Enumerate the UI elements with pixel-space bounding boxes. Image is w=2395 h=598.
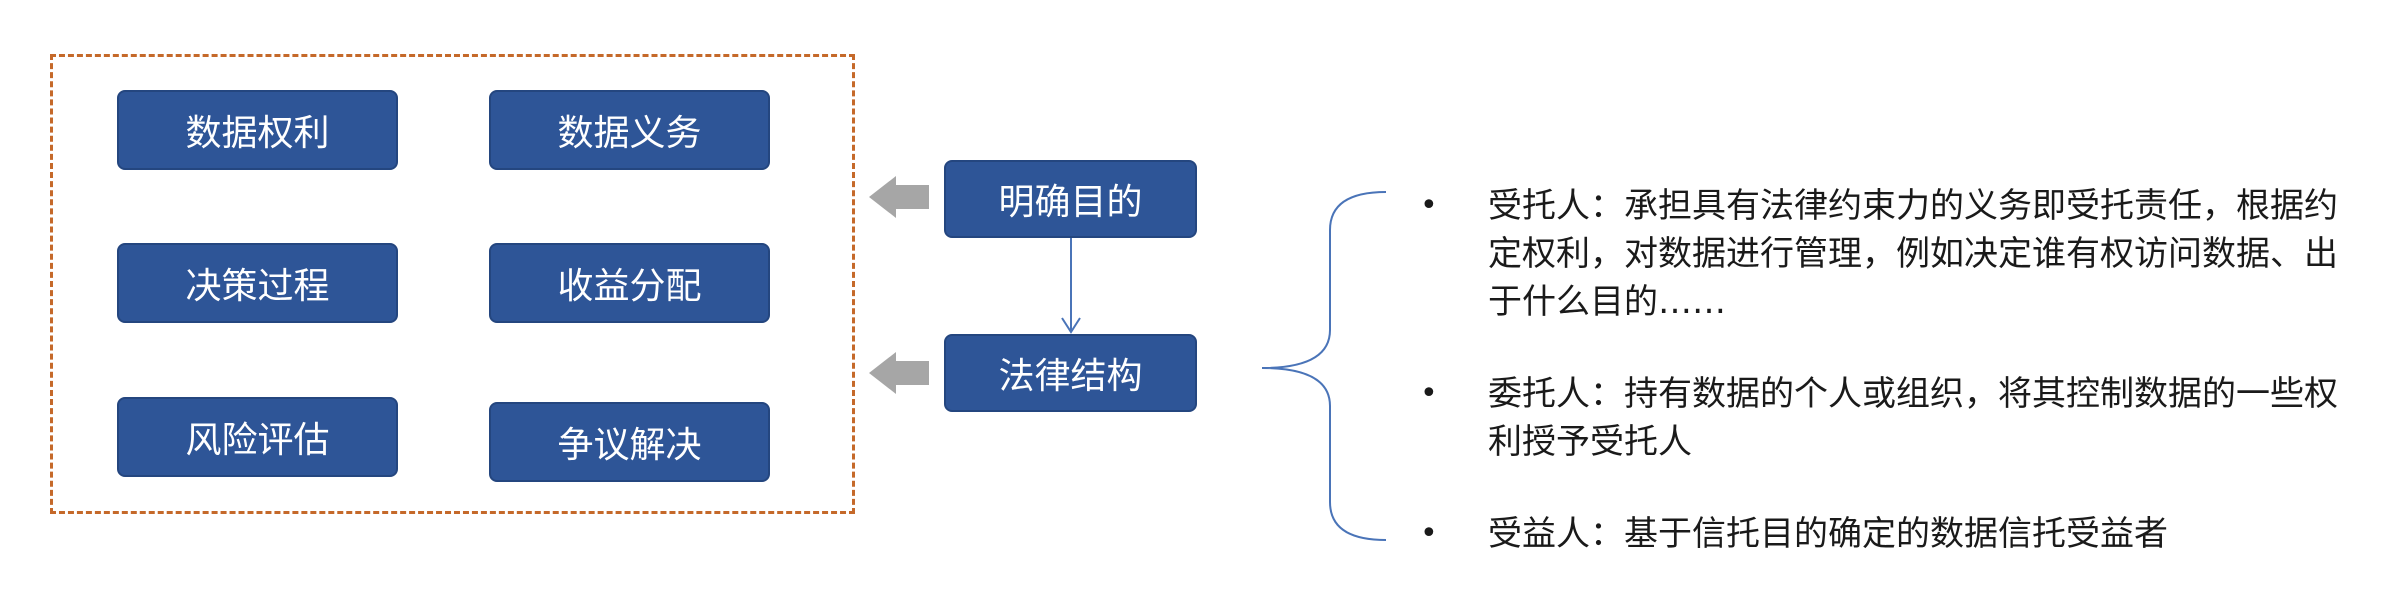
box-data-obligations: 数据义务 bbox=[489, 90, 770, 170]
box-risk-assessment: 风险评估 bbox=[117, 397, 398, 477]
role-bullet-list: • 受托人：承担具有法律约束力的义务即受托责任，根据约定权利，对数据进行管理，例… bbox=[1420, 182, 2360, 558]
bullet-beneficiary: • 受益人：基于信托目的确定的数据信托受益者 bbox=[1420, 510, 2360, 558]
left-arrow-icon-bottom bbox=[869, 352, 929, 394]
bullet-trustee: • 受托人：承担具有法律约束力的义务即受托责任，根据约定权利，对数据进行管理，例… bbox=[1420, 182, 2360, 326]
box-clear-purpose: 明确目的 bbox=[944, 160, 1197, 238]
bullet-text: 受托人：承担具有法律约束力的义务即受托责任，根据约定权利，对数据进行管理，例如决… bbox=[1488, 186, 2338, 322]
bullet-settlor: • 委托人：持有数据的个人或组织，将其控制数据的一些权利授予受托人 bbox=[1420, 370, 2360, 466]
box-legal-structure: 法律结构 bbox=[944, 334, 1197, 412]
bullet-text: 受益人：基于信托目的确定的数据信托受益者 bbox=[1488, 514, 2168, 554]
box-decision-process: 决策过程 bbox=[117, 243, 398, 323]
bullet-dot: • bbox=[1420, 376, 1438, 411]
left-arrow-icon-top bbox=[869, 176, 929, 218]
bullet-dot: • bbox=[1420, 516, 1438, 551]
box-dispute-resolution: 争议解决 bbox=[489, 402, 770, 482]
curly-brace bbox=[1261, 191, 1387, 541]
bullet-text: 委托人：持有数据的个人或组织，将其控制数据的一些权利授予受托人 bbox=[1488, 374, 2338, 462]
bullet-dot: • bbox=[1420, 188, 1438, 223]
down-arrow-connector bbox=[1061, 238, 1081, 334]
box-benefit-distribution: 收益分配 bbox=[489, 243, 770, 323]
box-data-rights: 数据权利 bbox=[117, 90, 398, 170]
left-dashed-group bbox=[50, 54, 855, 514]
